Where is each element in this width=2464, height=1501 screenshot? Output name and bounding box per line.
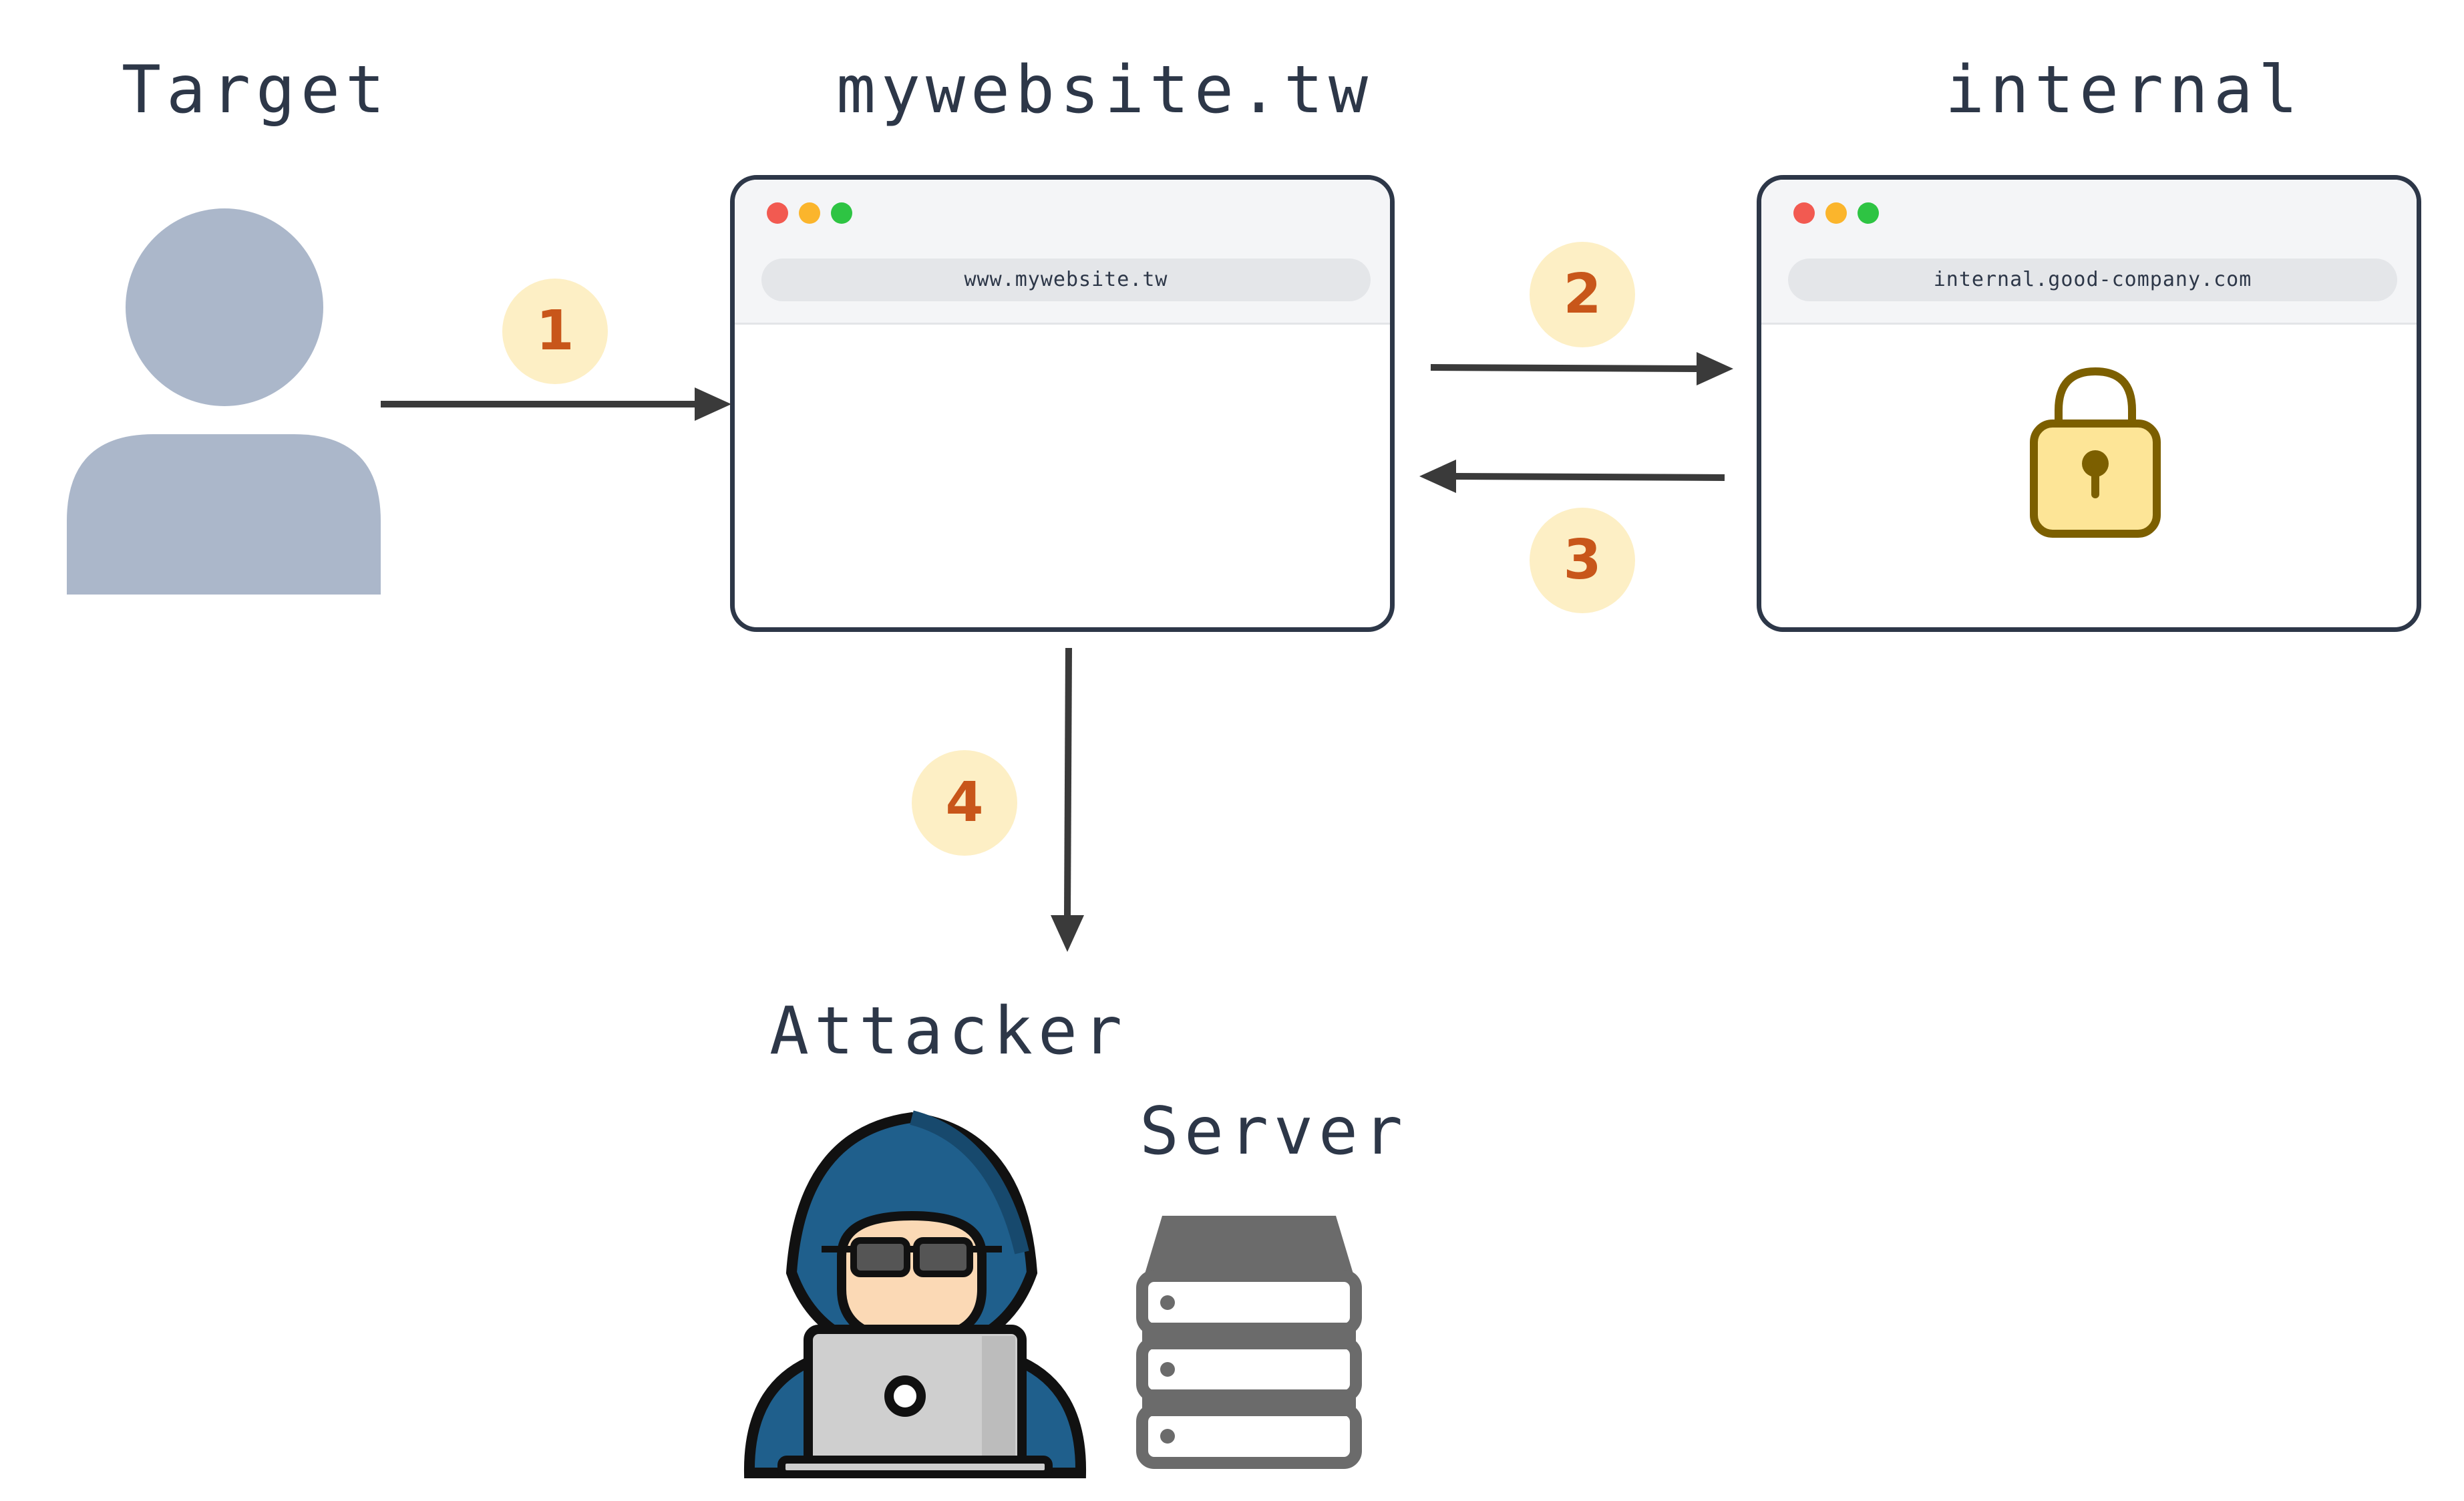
step-3-badge: 3 <box>1530 508 1635 613</box>
server-label: Server <box>1139 1094 1409 1170</box>
internal-browser-window: internal.good-company.com <box>1757 175 2421 632</box>
browser-toolbar: www.mywebsite.tw <box>735 180 1390 325</box>
mywebsite-label: mywebsite.tw <box>836 52 1374 128</box>
maximize-dot-icon <box>831 202 852 224</box>
step-1-badge: 1 <box>502 279 608 384</box>
attacker-label: Attacker <box>769 993 1128 1069</box>
address-bar: www.mywebsite.tw <box>761 259 1371 301</box>
arrow-4-icon <box>1051 647 1084 952</box>
lock-icon <box>2030 367 2161 538</box>
maximize-dot-icon <box>1858 202 1879 224</box>
address-bar: internal.good-company.com <box>1788 259 2397 301</box>
arrow-1-icon <box>381 387 731 421</box>
server-icon <box>1136 1216 1362 1469</box>
minimize-dot-icon <box>799 202 820 224</box>
hacker-icon <box>743 1110 1087 1478</box>
arrow-3-icon <box>1419 460 1725 493</box>
close-dot-icon <box>1793 202 1815 224</box>
minimize-dot-icon <box>1825 202 1847 224</box>
mywebsite-browser-window: www.mywebsite.tw <box>730 175 1395 632</box>
person-icon <box>67 208 381 595</box>
internal-label: internal <box>1945 52 2304 128</box>
arrow-2-icon <box>1430 352 1733 385</box>
browser-toolbar: internal.good-company.com <box>1761 180 2417 325</box>
target-label: Target <box>122 52 391 128</box>
step-4-badge: 4 <box>912 750 1017 856</box>
step-2-badge: 2 <box>1530 242 1635 347</box>
close-dot-icon <box>767 202 788 224</box>
